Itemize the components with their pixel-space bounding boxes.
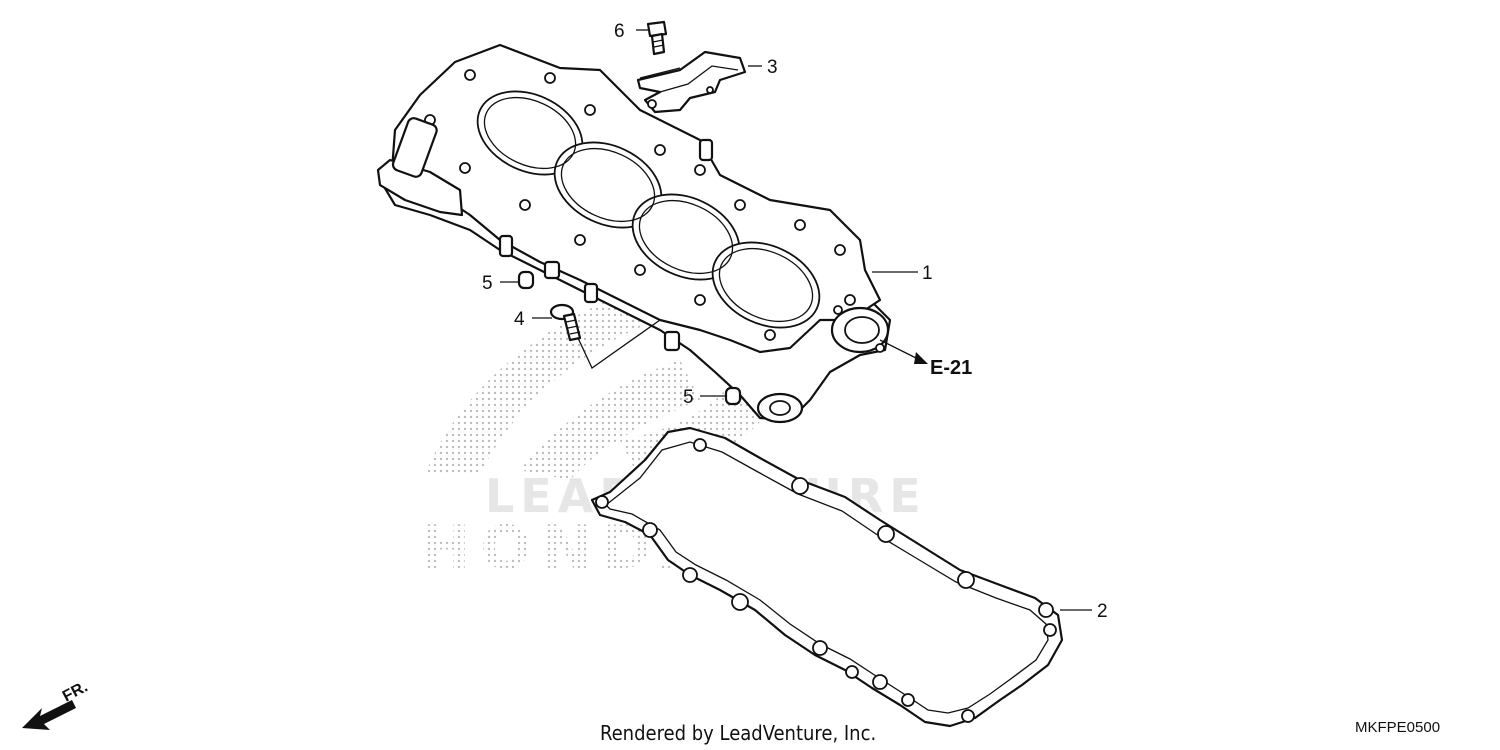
callout-4: 4 bbox=[514, 309, 525, 330]
callout-6: 6 bbox=[614, 21, 625, 42]
front-direction-arrow: FR. bbox=[22, 678, 91, 730]
bolt-4[interactable] bbox=[549, 303, 582, 342]
bolt-6[interactable] bbox=[646, 20, 668, 56]
cylinder-gasket[interactable] bbox=[590, 426, 1064, 728]
callout-3: 3 bbox=[767, 57, 778, 78]
svg-text:FR.: FR. bbox=[60, 678, 91, 705]
dowel-pin-5b[interactable] bbox=[724, 386, 742, 406]
leader-lines bbox=[500, 29, 1092, 611]
callout-1: 1 bbox=[922, 263, 933, 284]
coolant-outlet bbox=[830, 305, 890, 354]
reference-e21-link[interactable]: E-21 bbox=[930, 357, 972, 379]
bracket[interactable] bbox=[636, 50, 747, 114]
callout-5-upper: 5 bbox=[482, 273, 493, 294]
honda-wing-watermark bbox=[425, 267, 799, 480]
footer-credit: Rendered by LeadVenture, Inc. bbox=[600, 721, 876, 745]
dowel-pin-5a[interactable] bbox=[517, 270, 535, 290]
diagram-code: MKFPE0500 bbox=[1355, 719, 1440, 736]
callout-2: 2 bbox=[1097, 601, 1108, 622]
cylinder-block[interactable] bbox=[376, 43, 892, 424]
callout-5-lower: 5 bbox=[683, 387, 694, 408]
